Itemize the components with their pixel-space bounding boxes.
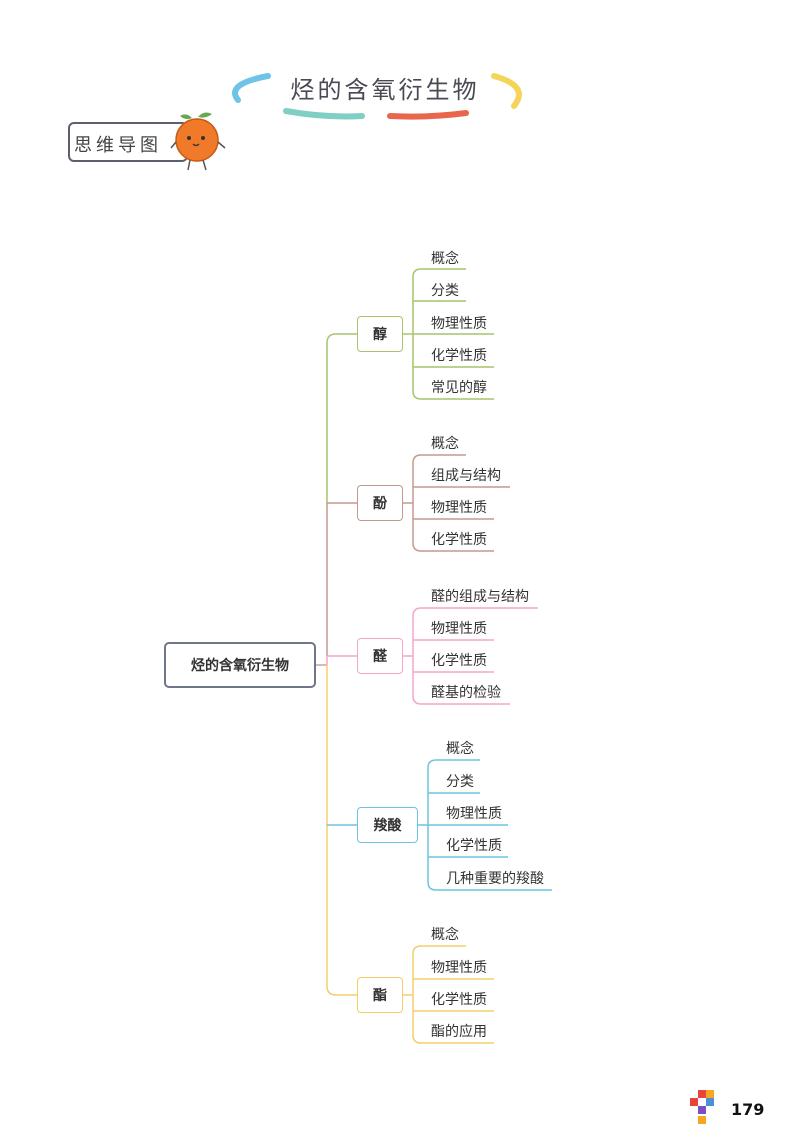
page-number: 179 <box>731 1100 765 1119</box>
leaf-node: 化学性质 <box>431 532 487 548</box>
leaf-node: 化学性质 <box>431 348 487 364</box>
leaf-node: 几种重要的羧酸 <box>446 871 544 887</box>
leaf-node: 物理性质 <box>431 500 487 516</box>
leaf-node: 醛基的检验 <box>431 685 501 701</box>
leaf-node: 化学性质 <box>431 653 487 669</box>
leaf-node: 概念 <box>446 741 474 757</box>
branch-node-ester: 酯 <box>357 977 403 1013</box>
leaf-node: 常见的醇 <box>431 380 487 396</box>
leaf-node: 概念 <box>431 436 459 452</box>
branch-node-alcohol: 醇 <box>357 316 403 352</box>
mindmap-badge: 思维导图 <box>68 122 188 162</box>
leaf-node: 化学性质 <box>446 838 502 854</box>
leaf-node: 醛的组成与结构 <box>431 589 529 605</box>
leaf-node: 物理性质 <box>431 960 487 976</box>
branch-node-phenol: 酚 <box>357 485 403 521</box>
branch-node-carboxylic-acid: 羧酸 <box>357 807 418 843</box>
leaf-node: 酯的应用 <box>431 1024 487 1040</box>
branch-node-aldehyde: 醛 <box>357 638 403 674</box>
leaf-node: 概念 <box>431 927 459 943</box>
badge-label: 思维导图 <box>74 135 162 156</box>
publisher-logo-icon <box>690 1090 714 1124</box>
orange-mascot-icon <box>170 112 226 171</box>
leaf-node: 化学性质 <box>431 992 487 1008</box>
leaf-node: 物理性质 <box>431 621 487 637</box>
leaf-node: 组成与结构 <box>431 468 501 484</box>
mindmap-root-node: 烃的含氧衍生物 <box>164 642 316 688</box>
leaf-node: 概念 <box>431 251 459 267</box>
title-decoration <box>232 73 522 120</box>
leaf-node: 分类 <box>431 283 459 299</box>
leaf-node: 分类 <box>446 774 474 790</box>
page-title: 烃的含氧衍生物 <box>290 76 480 104</box>
leaf-node: 物理性质 <box>446 806 502 822</box>
leaf-node: 物理性质 <box>431 316 487 332</box>
